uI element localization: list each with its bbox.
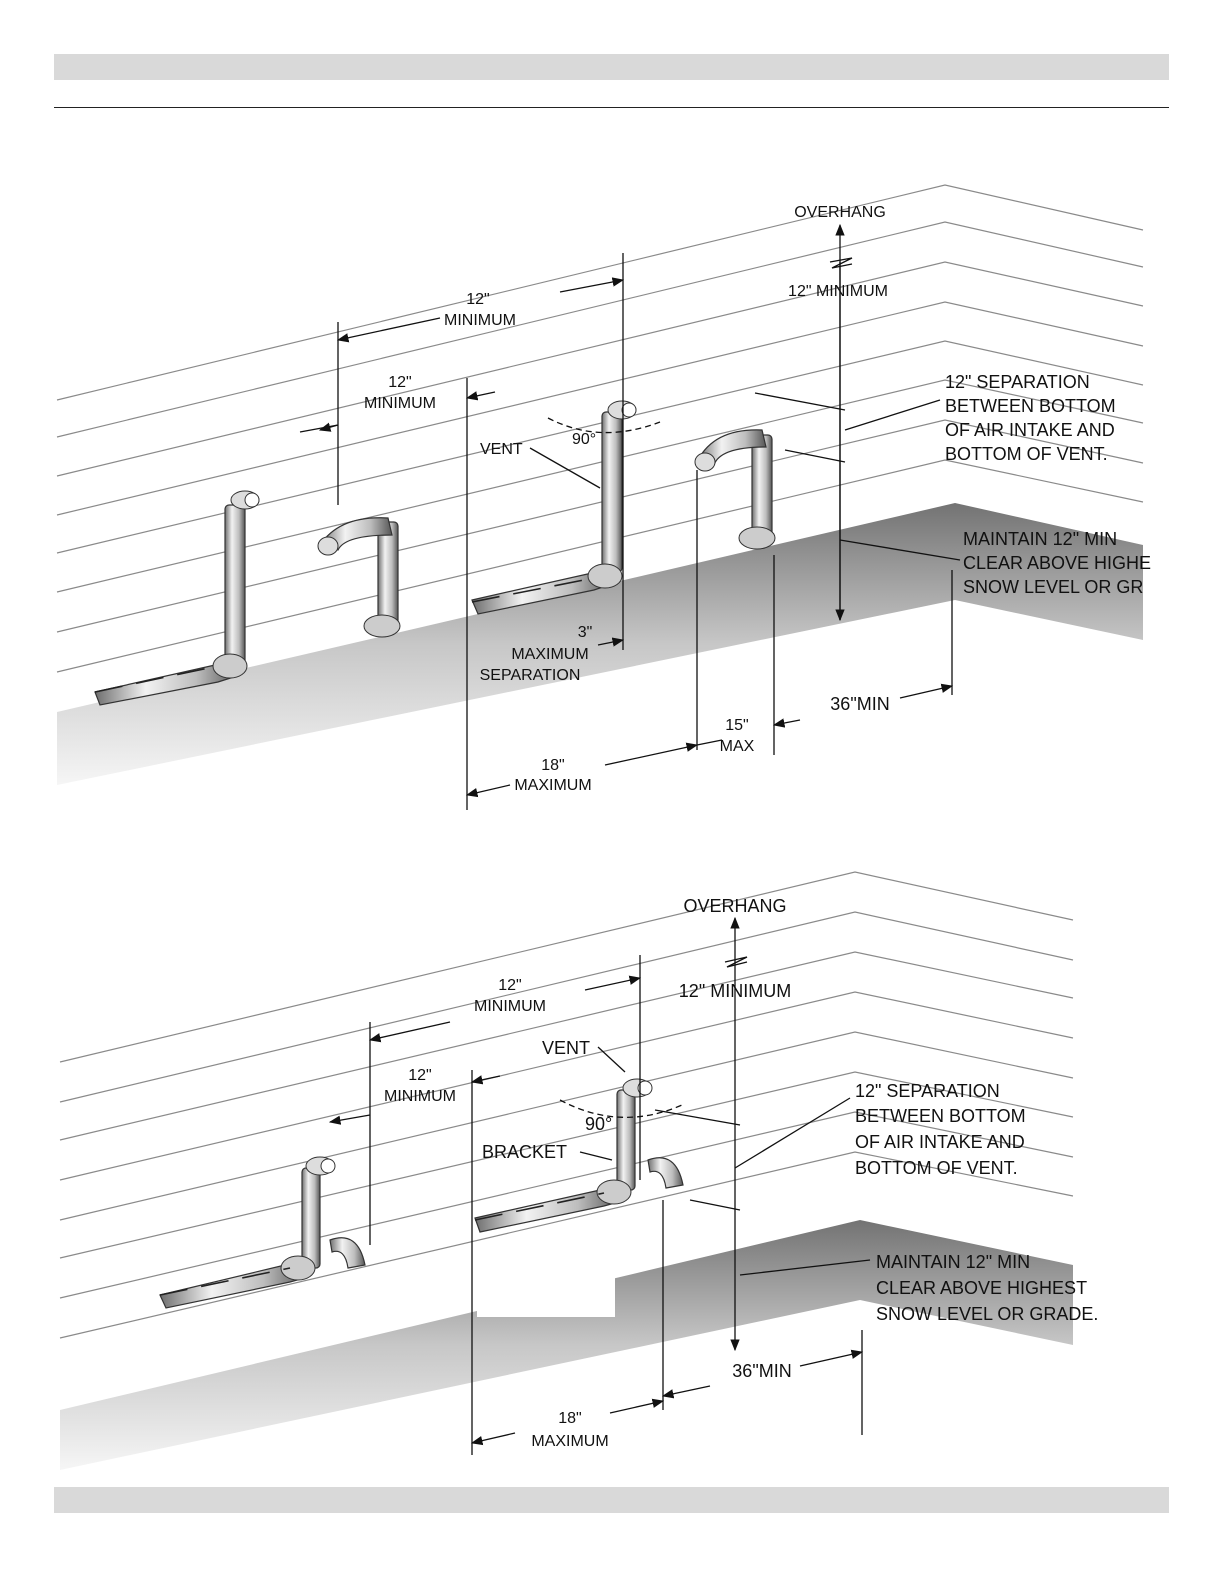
bottom-min12-b: MINIMUM bbox=[474, 998, 546, 1015]
top-min12-a: 12" bbox=[466, 291, 489, 308]
bottom-max18-a: 18" bbox=[558, 1410, 581, 1427]
bottom-sep-note-2: BETWEEN BOTTOM bbox=[855, 1106, 1026, 1126]
bottom-sep-note-4: BOTTOM OF VENT. bbox=[855, 1158, 1018, 1178]
top-snow-note-2: CLEAR ABOVE HIGHE bbox=[963, 553, 1151, 573]
top-wall-siding bbox=[56, 184, 1144, 673]
bottom-snow-note-1: MAINTAIN 12" MIN bbox=[876, 1252, 1030, 1272]
bottom-vertical-min: 12" MINIMUM bbox=[679, 981, 791, 1001]
top-sep-note-3: OF AIR INTAKE AND bbox=[945, 420, 1115, 440]
bottom-blank-patch bbox=[477, 1255, 615, 1317]
bottom-overhang-label: OVERHANG bbox=[683, 896, 786, 916]
top-min36: 36"MIN bbox=[830, 694, 889, 714]
top-left-min12-a: 12" bbox=[388, 374, 411, 391]
top-vertical-min: 12" MINIMUM bbox=[788, 283, 888, 300]
bottom-wall-siding bbox=[59, 871, 1074, 1339]
bottom-left-min12-a: 12" bbox=[408, 1067, 431, 1084]
header-rule bbox=[54, 107, 1169, 108]
top-min12-b: MINIMUM bbox=[444, 312, 516, 329]
bottom-snow-note-3: SNOW LEVEL OR GRADE. bbox=[876, 1304, 1098, 1324]
bottom-min36: 36"MIN bbox=[732, 1361, 791, 1381]
bottom-foundation bbox=[60, 1220, 1073, 1470]
top-max18-b: MAXIMUM bbox=[514, 777, 591, 794]
bottom-max18-b: MAXIMUM bbox=[531, 1433, 608, 1450]
top-max15-a: 15" bbox=[725, 717, 748, 734]
top-right-vent-pipe bbox=[471, 400, 637, 615]
bottom-diagram: OVERHANG 12" MINIMUM 12" MINIMUM 12" MIN… bbox=[59, 871, 1098, 1470]
top-sep-note-1: 12" SEPARATION bbox=[945, 372, 1090, 392]
bottom-min12-a: 12" bbox=[498, 977, 521, 994]
footer-bar bbox=[54, 1487, 1169, 1513]
bottom-sep-note-1: 12" SEPARATION bbox=[855, 1081, 1000, 1101]
top-vent-label: VENT bbox=[480, 441, 523, 458]
bottom-angle-label: 90° bbox=[585, 1114, 612, 1134]
bottom-bracket-label: BRACKET bbox=[482, 1142, 567, 1162]
bottom-left-vent-pipe bbox=[159, 1156, 366, 1309]
top-diagram: OVERHANG 12" MINIMUM 12" MINIMUM 12" MIN… bbox=[56, 184, 1151, 810]
top-left-intake-pipe bbox=[317, 517, 401, 638]
top-sep-note-4: BOTTOM OF VENT. bbox=[945, 444, 1108, 464]
top-snow-note-1: MAINTAIN 12" MIN bbox=[963, 529, 1117, 549]
header-bar bbox=[54, 54, 1169, 80]
top-overhang-label: OVERHANG bbox=[794, 204, 886, 221]
top-max15-b: MAX bbox=[720, 738, 755, 755]
top-right-intake-pipe bbox=[694, 429, 776, 550]
bottom-right-vent-pipe bbox=[474, 1078, 684, 1233]
top-left-min12-b: MINIMUM bbox=[364, 395, 436, 412]
bottom-vent-label: VENT bbox=[542, 1038, 590, 1058]
top-left-vent-pipe bbox=[94, 490, 260, 706]
top-max3-a: 3" bbox=[578, 624, 593, 641]
bottom-left-min12-b: MINIMUM bbox=[384, 1088, 456, 1105]
top-sep-note-2: BETWEEN BOTTOM bbox=[945, 396, 1116, 416]
top-angle-label: 90° bbox=[572, 431, 596, 448]
top-max3-c: SEPARATION bbox=[480, 667, 581, 684]
top-snow-note-3: SNOW LEVEL OR GR bbox=[963, 577, 1143, 597]
bottom-sep-note-3: OF AIR INTAKE AND bbox=[855, 1132, 1025, 1152]
bottom-snow-note-2: CLEAR ABOVE HIGHEST bbox=[876, 1278, 1087, 1298]
top-max18-a: 18" bbox=[541, 757, 564, 774]
top-max3-b: MAXIMUM bbox=[511, 646, 588, 663]
